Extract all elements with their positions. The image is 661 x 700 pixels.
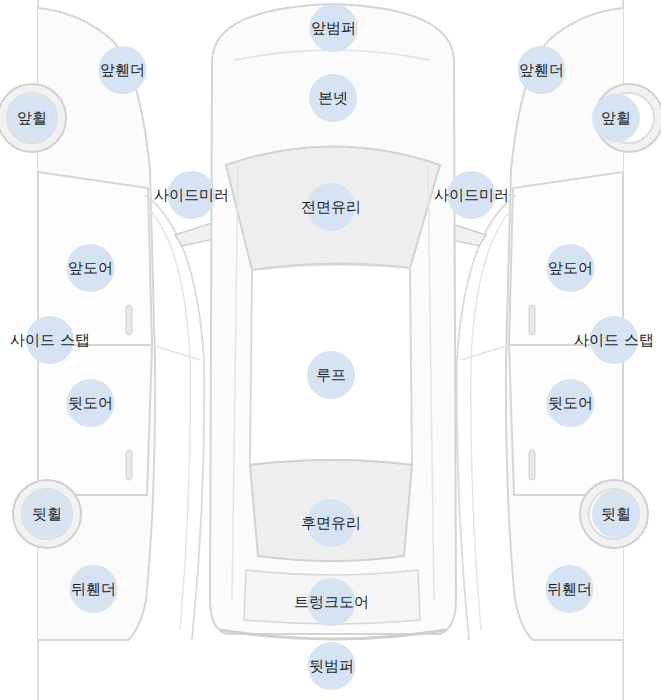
part-label: 전면유리: [301, 198, 361, 216]
part-label: 후면유리: [301, 514, 361, 532]
part-circle: 사이드미러: [431, 171, 512, 219]
part-label: 앞휀더: [100, 61, 145, 79]
part-circle: 뒷도어: [65, 379, 116, 427]
part-label: 뒷휠: [601, 505, 631, 523]
part-circle: 사이드미러: [151, 171, 232, 219]
part-label: 사이드 스탭: [10, 331, 90, 349]
part-label: 앞휀더: [519, 61, 564, 79]
part-label: 앞휠: [17, 109, 47, 127]
part-circle: 뒷휠: [23, 490, 71, 538]
part-circle: 본넷: [309, 74, 357, 122]
part-label: 뒷도어: [68, 394, 113, 412]
part-label: 사이드 스탭: [574, 331, 654, 349]
part-circle: 트렁크도어: [291, 578, 372, 626]
part-label: 루프: [316, 366, 346, 384]
part-circle: 사이드 스탭: [7, 316, 93, 364]
part-label: 사이드미러: [434, 186, 509, 204]
part-label: 본넷: [318, 89, 348, 107]
part-circle: 앞휠: [592, 94, 640, 142]
part-label: 트렁크도어: [294, 593, 369, 611]
part-label: 뒤휀더: [71, 580, 116, 598]
part-label: 뒷도어: [548, 394, 593, 412]
part-label: 앞도어: [68, 259, 113, 277]
part-circle: 루프: [307, 351, 355, 399]
part-circle: 뒷도어: [545, 379, 596, 427]
part-circle: 앞도어: [65, 244, 116, 292]
part-circle: 앞휀더: [97, 46, 148, 94]
part-circle: 후면유리: [298, 499, 364, 547]
part-circle: 뒤휀더: [68, 565, 119, 613]
part-circle: 뒤휀더: [544, 565, 595, 613]
part-label: 앞휠: [601, 109, 631, 127]
part-label: 사이드미러: [154, 186, 229, 204]
part-label: 앞범퍼: [311, 19, 356, 37]
part-label: 뒷범퍼: [309, 657, 354, 675]
part-label: 뒷휠: [32, 505, 62, 523]
part-circle: 전면유리: [298, 183, 364, 231]
part-circle: 뒷휠: [592, 490, 640, 538]
part-circle: 앞휠: [8, 94, 56, 142]
part-label: 뒤휀더: [547, 580, 592, 598]
part-circle: 앞휀더: [516, 46, 567, 94]
part-label: 앞도어: [548, 259, 593, 277]
part-circle: 사이드 스탭: [571, 316, 657, 364]
part-circle: 뒷범퍼: [306, 642, 357, 690]
part-circle: 앞범퍼: [308, 4, 359, 52]
part-circle: 앞도어: [545, 244, 596, 292]
